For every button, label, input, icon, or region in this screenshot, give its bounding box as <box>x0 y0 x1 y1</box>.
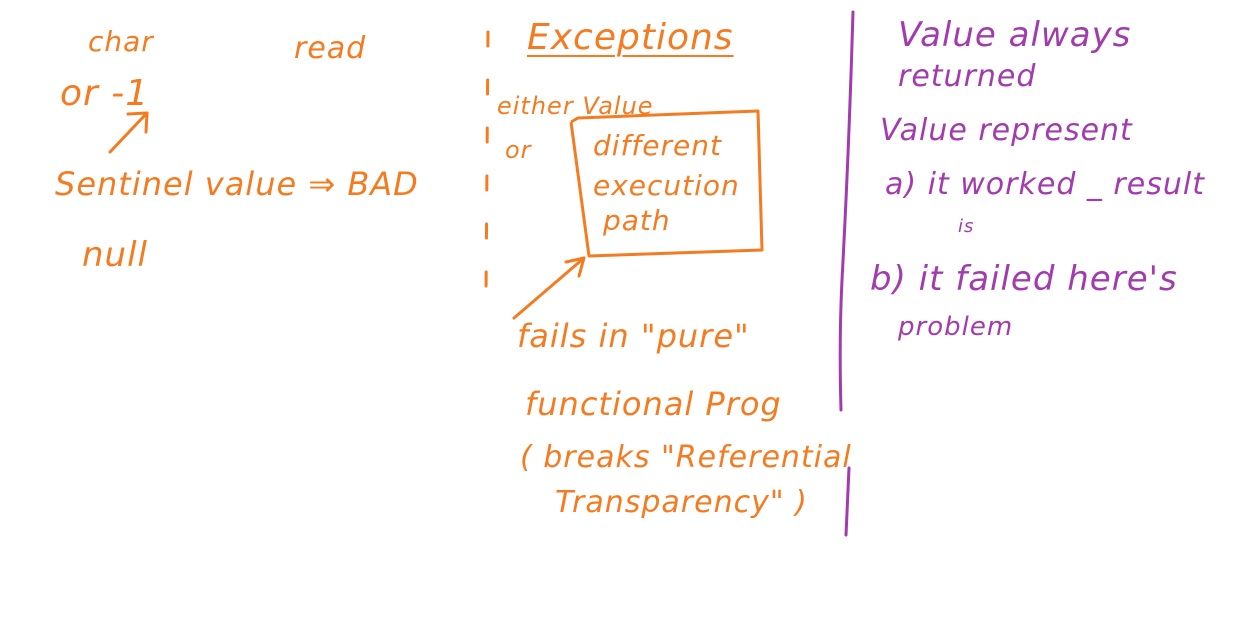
box-line-execution: execution <box>593 169 740 202</box>
fails-line-1: fails in "pure" <box>517 317 750 355</box>
failed-here-note: b) it failed here's <box>870 259 1178 299</box>
exceptions-title: Exceptions <box>527 17 734 58</box>
arrow-to-sentinel-head <box>126 111 149 134</box>
or-minus-one-note: or -1 <box>60 73 150 114</box>
worked-result-note: a) it worked _ result <box>885 167 1205 202</box>
or-note: or <box>505 136 532 164</box>
either-value-note: either Value <box>497 92 654 120</box>
fails-line-4: Transparency" ) <box>555 485 808 520</box>
returned-note: returned <box>898 59 1037 94</box>
read-note: read <box>294 31 367 66</box>
execution-path-box <box>569 109 764 258</box>
null-note: null <box>82 235 148 275</box>
box-line-different: different <box>593 129 722 162</box>
value-always-note: Value always <box>898 15 1132 55</box>
box-line-path: path <box>603 204 671 237</box>
value-represent-note: Value represent <box>880 113 1133 148</box>
problem-note: problem <box>898 312 1014 342</box>
arrow-to-sentinel-shaft <box>108 111 149 154</box>
arrow-to-box-shaft <box>512 256 586 320</box>
is-note: is <box>958 216 975 237</box>
fails-line-3: ( breaks "Referential <box>520 440 852 475</box>
char-note: char <box>88 25 154 58</box>
fails-line-2: functional Prog <box>525 385 782 423</box>
dashed-divider <box>484 30 490 297</box>
sentinel-value-note: Sentinel value ⇒ BAD <box>55 165 419 203</box>
purple-divider <box>838 10 855 412</box>
purple-divider-lower <box>844 466 851 537</box>
arrow-to-box-head <box>564 256 586 278</box>
